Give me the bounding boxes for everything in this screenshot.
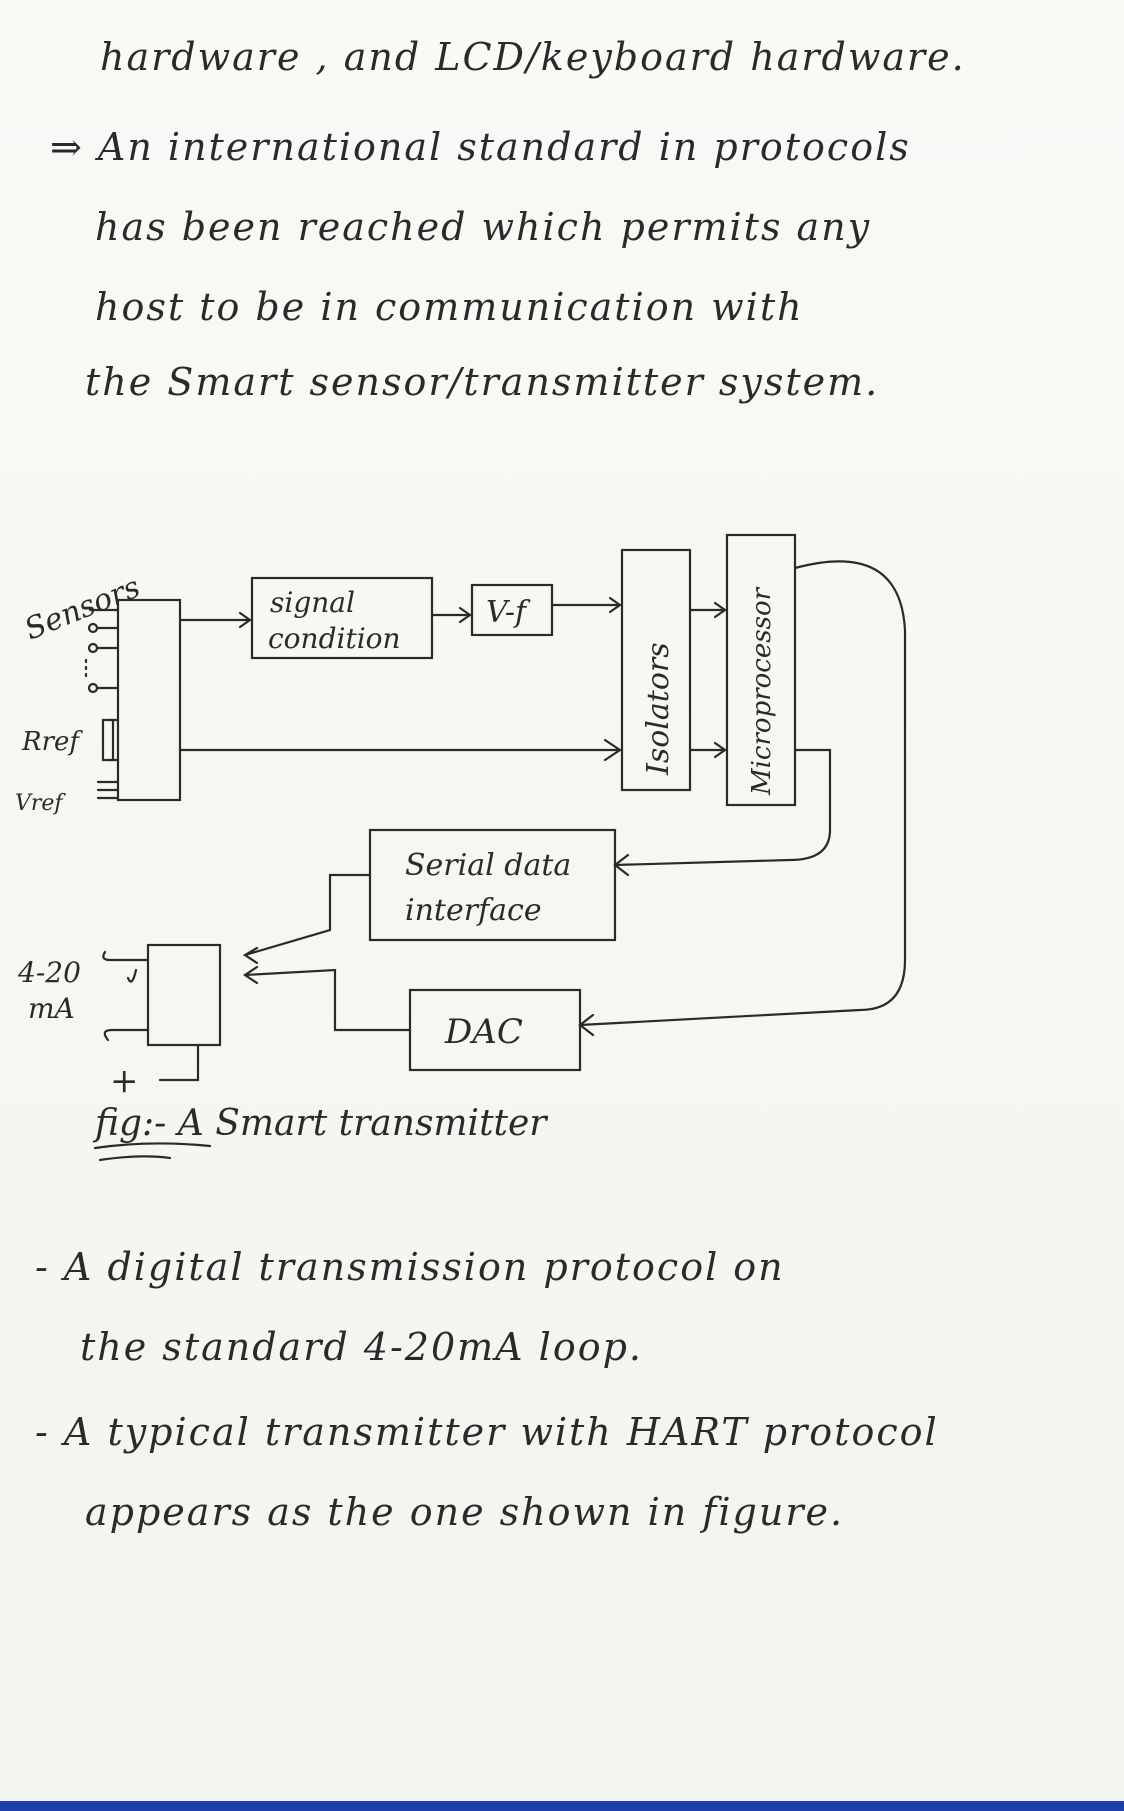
signal-condition-block xyxy=(250,576,434,660)
text-line-2: ⇒ An international standard in protocols xyxy=(50,125,911,169)
signal-condition-line1: signal xyxy=(270,586,355,619)
text-line-6: - A digital transmission protocol on xyxy=(35,1245,785,1289)
ma-line2: mA xyxy=(28,992,75,1025)
microprocessor-label: Microprocessor xyxy=(747,586,777,796)
diagram-caption: fig:- A Smart transmitter xyxy=(92,1103,548,1144)
text-line-8: - A typical transmitter with HART protoc… xyxy=(35,1410,939,1454)
serial-interface-block xyxy=(368,828,617,942)
text-line-9: appears as the one shown in figure. xyxy=(85,1490,845,1534)
smart-transmitter-diagram: Sensors Rref Vref signal condition V-f I… xyxy=(15,533,907,1162)
sensor-terminal-1 xyxy=(87,622,99,634)
isolators-label: Isolators xyxy=(641,642,676,776)
text-line-7: the standard 4-20mA loop. xyxy=(80,1325,643,1369)
rref-resistor xyxy=(101,718,115,762)
text-line-5: the Smart sensor/transmitter system. xyxy=(85,360,880,404)
ma-line1: 4-20 xyxy=(17,956,81,989)
isolators-block xyxy=(620,548,692,792)
text-line-3: has been reached which permits any xyxy=(95,205,872,249)
vf-block xyxy=(470,583,554,637)
sensor-terminal-2 xyxy=(87,642,99,654)
serial-line2: interface xyxy=(405,893,542,928)
dac-label: DAC xyxy=(444,1012,523,1052)
vf-label: V-f xyxy=(486,595,531,630)
serial-line1: Serial data xyxy=(405,848,571,883)
sensors-label: Sensors xyxy=(20,570,145,648)
sensor-terminal-3 xyxy=(87,682,99,694)
loop-block xyxy=(146,943,222,1047)
microprocessor-block xyxy=(725,533,797,807)
plus-label: + xyxy=(110,1061,139,1101)
signal-condition-line2: condition xyxy=(268,622,401,655)
text-line-1: hardware , and LCD/keyboard hardware. xyxy=(100,35,966,79)
mux-block xyxy=(116,598,182,802)
vref-label: Vref xyxy=(15,791,66,816)
text-line-4: host to be in communication with xyxy=(95,285,804,329)
page-bottom-edge xyxy=(0,1801,1124,1811)
rref-label: Rref xyxy=(21,727,83,757)
